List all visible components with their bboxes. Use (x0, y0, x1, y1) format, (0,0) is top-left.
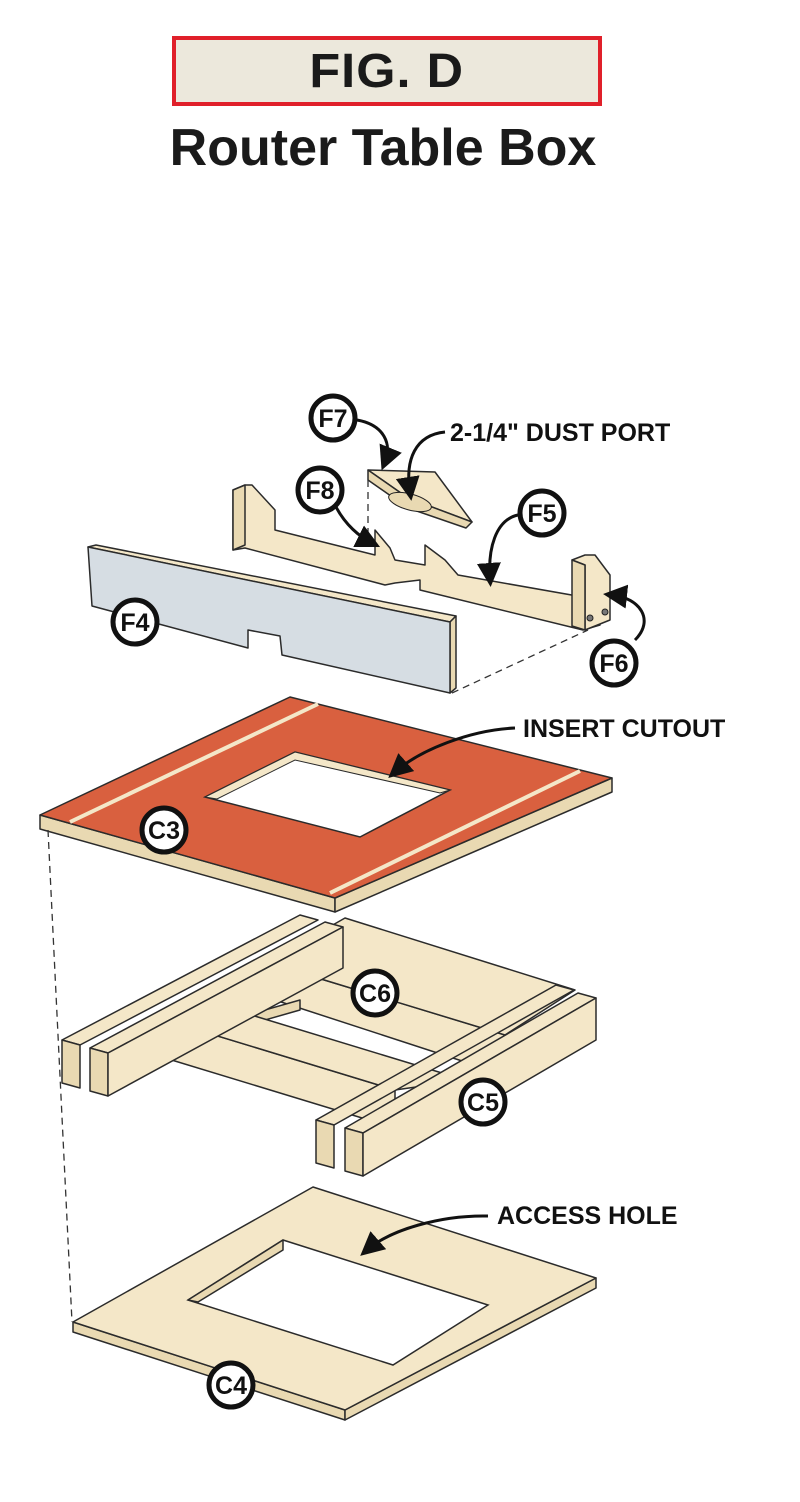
svg-text:F5: F5 (527, 500, 556, 528)
label-c3: C3 (139, 805, 189, 855)
label-c4: C4 (206, 1360, 256, 1410)
label-c6: C6 (350, 968, 400, 1018)
label-f6: F6 (589, 638, 639, 688)
svg-text:C5: C5 (467, 1089, 499, 1117)
callout-access-hole: ACCESS HOLE (497, 1202, 678, 1230)
label-f7: F7 (308, 393, 358, 443)
label-f4: F4 (110, 597, 160, 647)
svg-text:C4: C4 (215, 1372, 247, 1400)
figure-number: FIG. D (309, 44, 465, 98)
part-c4-bottom (72, 1186, 597, 1421)
callout-dust-port: 2-1/4" DUST PORT (450, 419, 670, 447)
part-c3-top (39, 696, 613, 913)
svg-text:F6: F6 (599, 650, 628, 678)
label-f5: F5 (517, 488, 567, 538)
label-f8: F8 (295, 465, 345, 515)
part-f7-dust-port (367, 469, 473, 529)
svg-text:F8: F8 (305, 477, 334, 505)
svg-text:F7: F7 (318, 405, 347, 433)
svg-text:F4: F4 (120, 609, 149, 637)
part-f5-fence-base (232, 484, 611, 631)
label-c5: C5 (458, 1077, 508, 1127)
svg-text:C3: C3 (148, 817, 180, 845)
part-c5-c6-frame (61, 914, 597, 1177)
callout-insert-cutout: INSERT CUTOUT (523, 715, 725, 743)
figure-number-box: FIG. D (172, 36, 602, 106)
svg-text:C6: C6 (359, 980, 391, 1008)
figure-title: Router Table Box (169, 119, 597, 177)
